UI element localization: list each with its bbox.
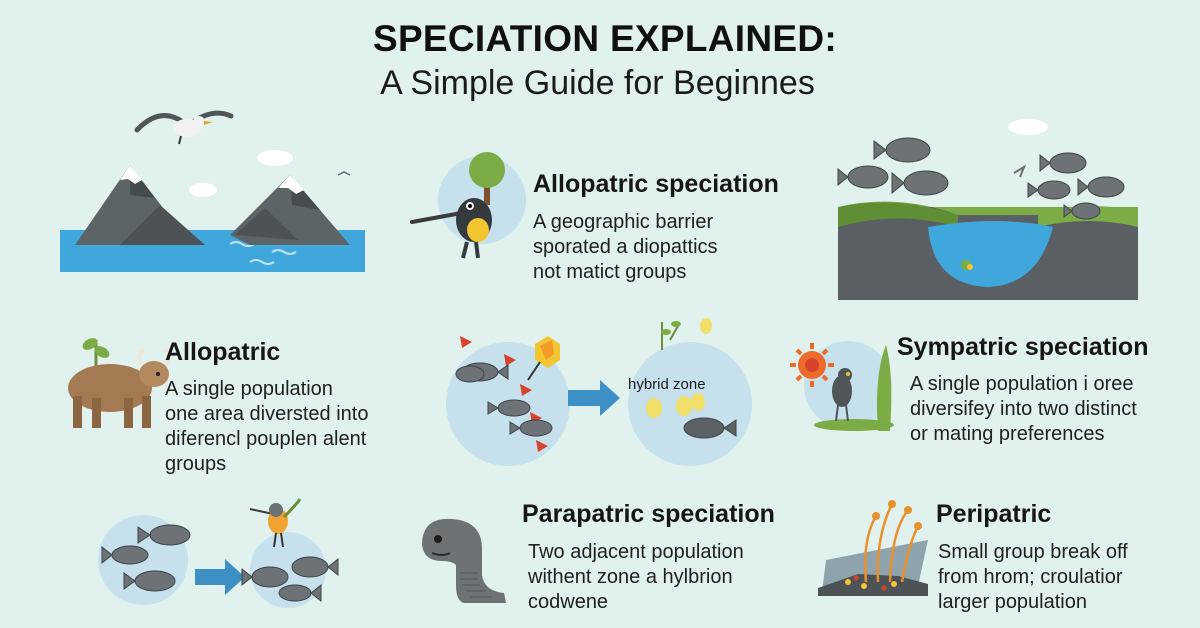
allopatric-left-description: A single population one area diversted i…: [165, 377, 368, 477]
mountains-water-illustration: [60, 150, 365, 272]
parapatric-illustration: [422, 518, 506, 603]
hybrid-zone-label: hybrid zone: [628, 376, 706, 393]
description-line: or mating preferences: [910, 423, 1105, 445]
description-line: larger population: [938, 591, 1087, 613]
description-line: not matict groups: [533, 261, 687, 283]
lake-fish-illustration: [837, 119, 1138, 300]
fish-split-diagram: [98, 498, 339, 608]
allopatric-left-heading: Allopatric: [165, 338, 281, 366]
speciation-diagram-center: [446, 318, 752, 466]
peripatric-description: Small group break off from hrom; croulat…: [938, 540, 1128, 615]
description-line: one area diversted into: [165, 403, 369, 425]
description-line: from hrom; croulatior: [938, 566, 1123, 588]
sympatric-illustration: [790, 341, 894, 431]
description-line: sporated a diopattics: [533, 236, 718, 258]
parapatric-heading: Parapatric speciation: [522, 500, 775, 528]
seabird-icon: [134, 110, 234, 145]
description-line: A geographic barrier: [533, 211, 714, 233]
sympatric-description: A single population i oree diversifey in…: [910, 372, 1137, 447]
description-line: diversifey into two distinct: [910, 398, 1137, 420]
description-line: A single population i oree: [910, 373, 1134, 395]
bird-tree-illustration: [410, 152, 526, 259]
description-line: codwene: [528, 591, 609, 613]
peripatric-heading: Peripatric: [936, 500, 1052, 528]
description-line: Two adjacent population: [528, 541, 744, 563]
description-line: Small group break off: [938, 541, 1128, 563]
allopatric-top-description: A geographic barrier sporated a diopatti…: [533, 210, 718, 285]
page-title: SPECIATION EXPLAINED:: [372, 18, 838, 59]
page-subtitle: A Simple Guide for Beginnes: [380, 64, 815, 102]
ox-illustration: [68, 338, 171, 428]
description-line: groups: [165, 453, 227, 475]
description-line: A single population: [165, 378, 333, 400]
sympatric-heading: Sympatric speciation: [897, 333, 1149, 361]
allopatric-top-heading: Allopatric speciation: [533, 170, 779, 198]
description-line: diferencl pouplen alent: [165, 428, 367, 450]
description-line: withent zone a hylbrion: [528, 566, 733, 588]
peripatric-illustration: [818, 500, 928, 596]
parapatric-description: Two adjacent population withent zone a h…: [528, 540, 744, 615]
